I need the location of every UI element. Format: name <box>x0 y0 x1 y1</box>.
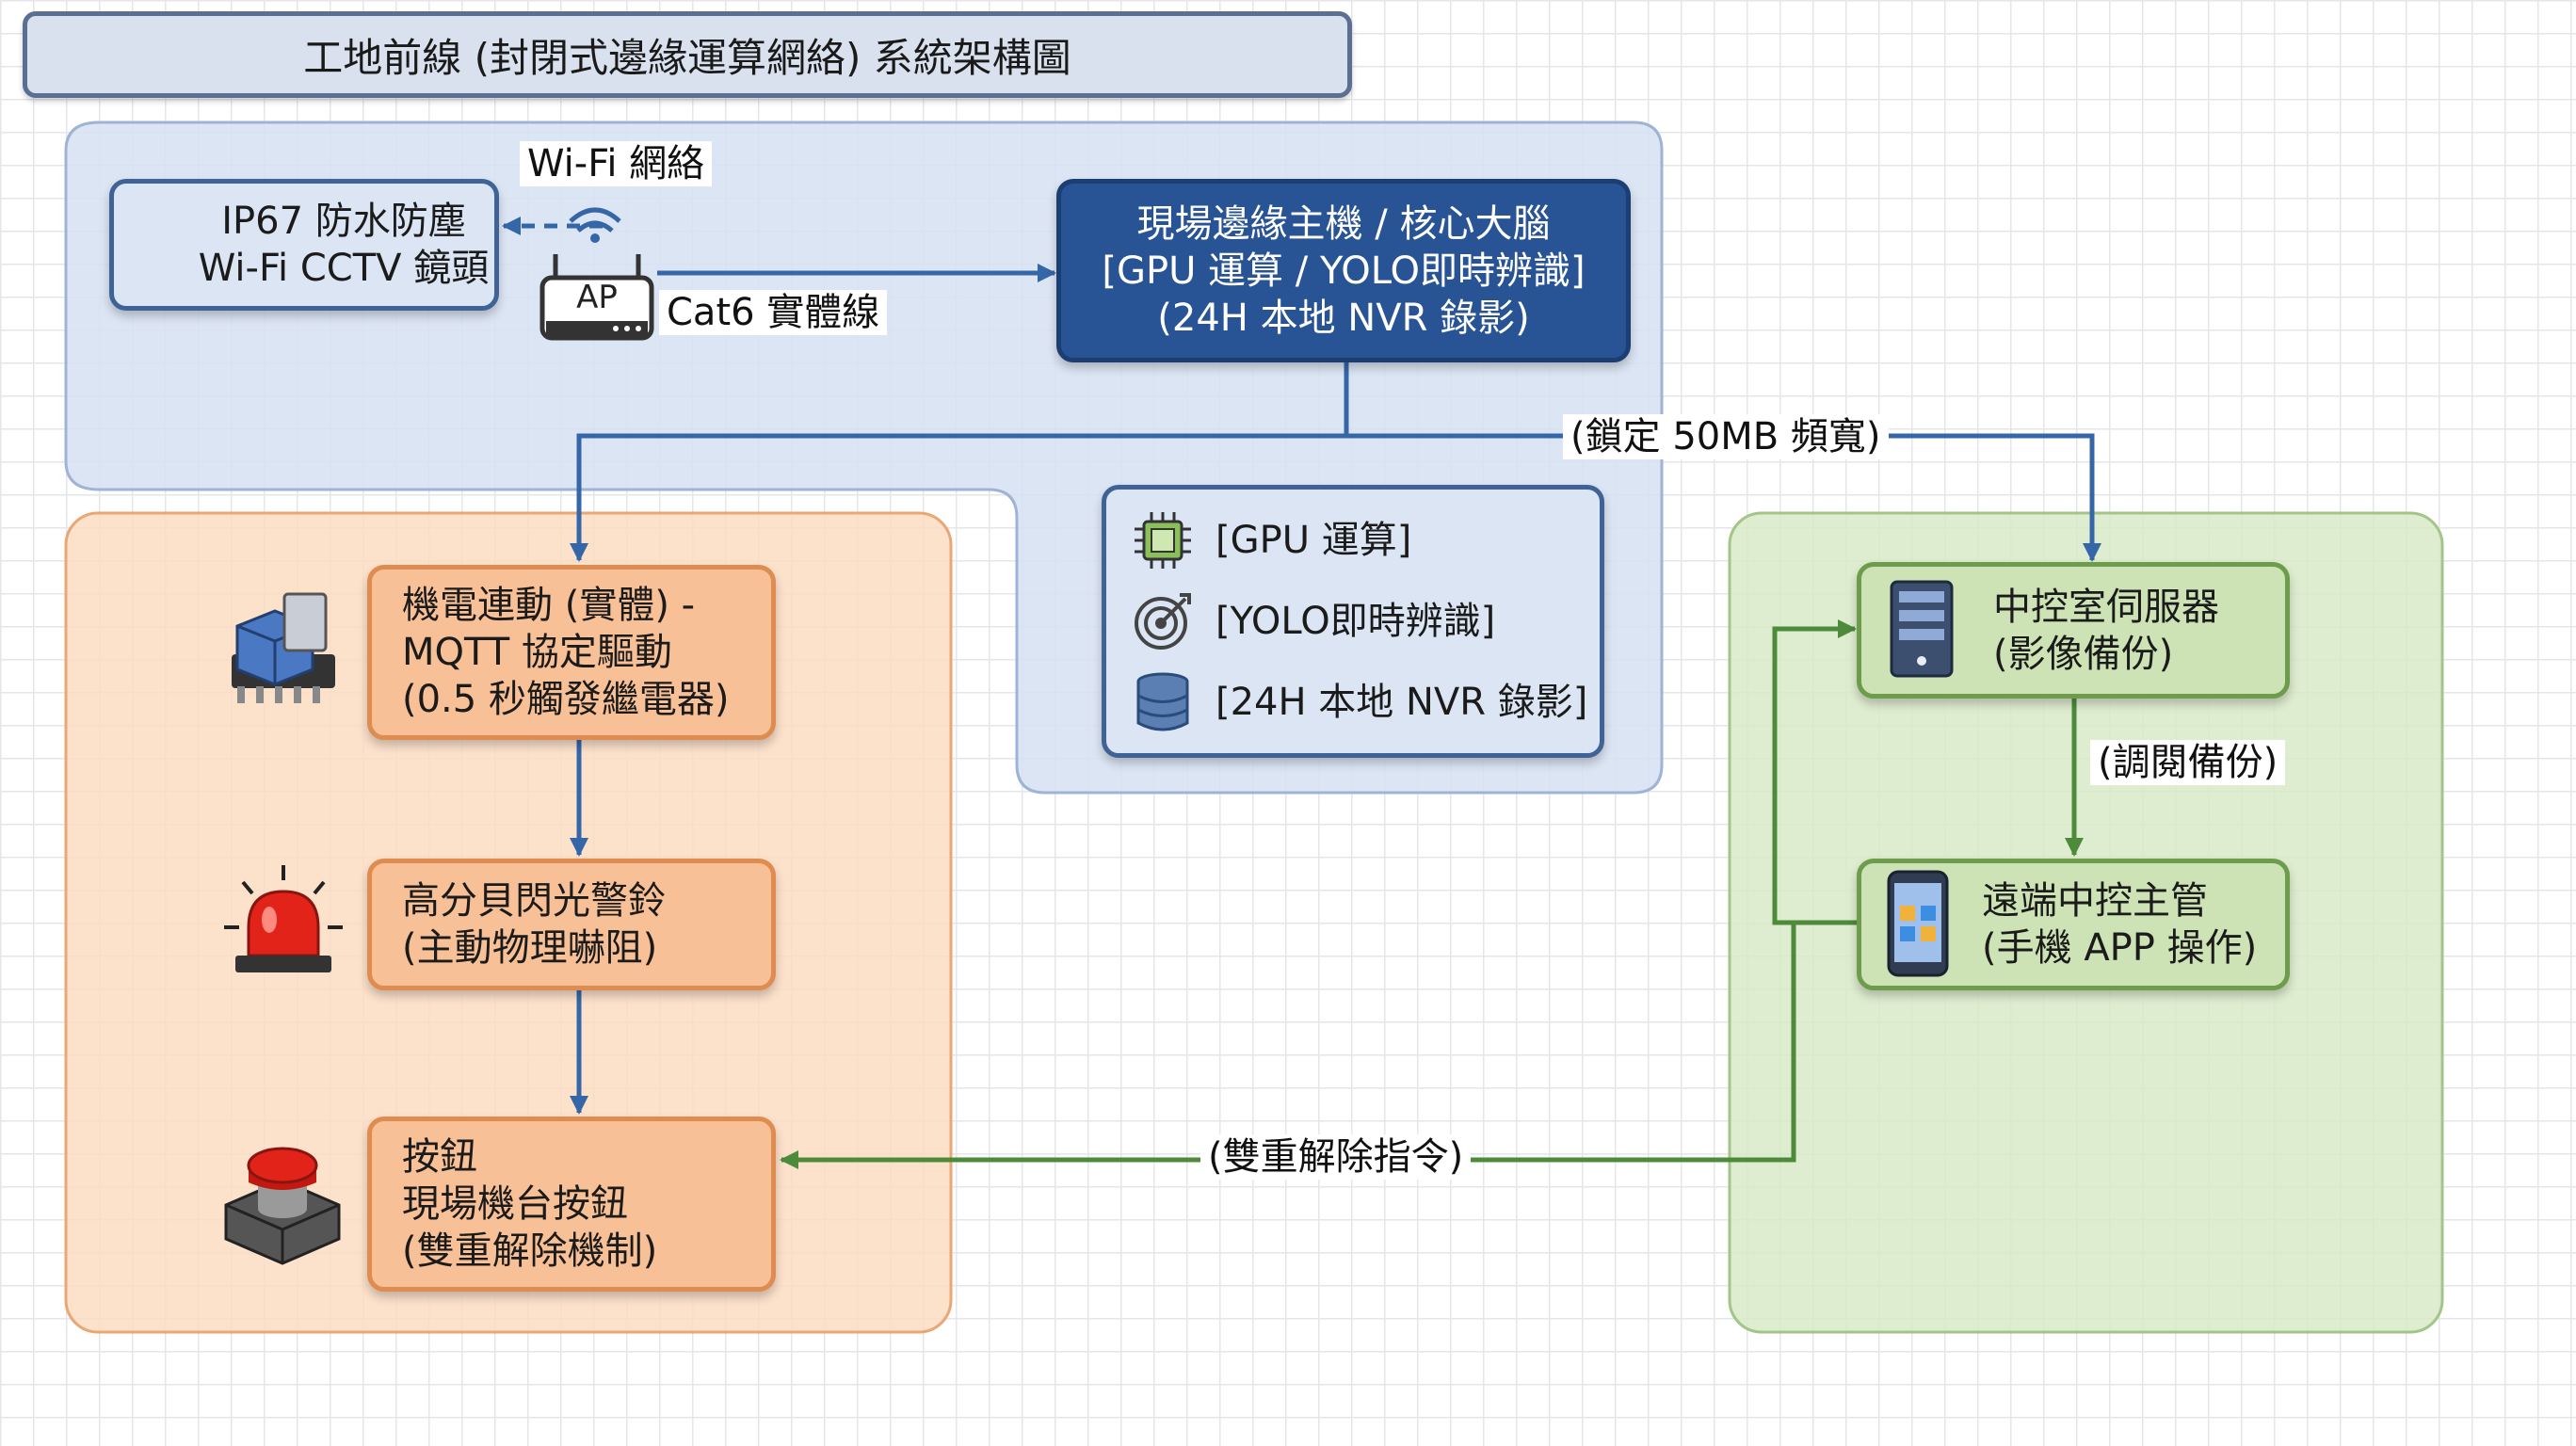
cctv-line-2: Wi-Fi CCTV 鏡頭 <box>198 247 490 290</box>
legend-gpu: [GPU 運算] <box>1131 500 1411 581</box>
wifi-router-icon <box>539 207 654 341</box>
legend-nvr: [24H 本地 NVR 錄影] <box>1131 662 1587 743</box>
smartphone-icon <box>1887 870 1949 977</box>
edge-host-node[interactable]: 現場邊緣主機 / 核心大腦 [GPU 運算 / YOLO即時辨識] (24H 本… <box>1056 179 1631 362</box>
edge-host-line-2: [GPU 運算 / YOLO即時辨識] <box>1102 249 1586 293</box>
bandwidth-link-left <box>570 362 1349 562</box>
alarm-node[interactable]: 高分貝閃光警鈴 (主動物理嚇阻) <box>367 859 776 990</box>
cctv-line-1: IP67 防水防塵 <box>221 200 466 243</box>
push-button-icon <box>224 1147 341 1265</box>
relay-line-3: (0.5 秒觸發繼電器) <box>402 678 730 721</box>
ap-label: AP <box>576 279 618 316</box>
release-command-label: (雙重解除指令) <box>1200 1134 1472 1180</box>
relay-line-2: MQTT 協定驅動 <box>402 631 672 674</box>
edge-capabilities-panel: [GPU 運算] [YOLO即時辨識] [24H 本地 NVR 錄影] <box>1102 485 1604 758</box>
button-line-3: (雙重解除機制) <box>402 1229 658 1273</box>
server-line-1: 中控室伺服器 <box>1993 585 2219 629</box>
button-node[interactable]: 按鈕 現場機台按鈕 (雙重解除機制) <box>367 1117 776 1292</box>
legend-yolo-text: [YOLO即時辨識] <box>1216 600 1496 643</box>
page-title: 工地前線 (封閉式邊緣運算網絡) 系統架構圖 <box>23 11 1352 98</box>
legend-gpu-text: [GPU 運算] <box>1216 519 1412 562</box>
relay-module-icon <box>232 592 335 703</box>
database-icon <box>1136 672 1189 731</box>
cat6-cable-label: Cat6 實體線 <box>659 290 888 335</box>
chip-icon <box>1135 512 1191 569</box>
backup-label: (調閱備份) <box>2090 740 2286 785</box>
siren-icon <box>224 865 343 972</box>
server-icon <box>1890 580 1954 678</box>
remote-line-2: (手機 APP 操作) <box>1982 926 2258 970</box>
cctv-camera-node: IP67 防水防塵 Wi-Fi CCTV 鏡頭 <box>109 179 499 311</box>
button-line-2: 現場機台按鈕 <box>402 1182 628 1226</box>
wifi-network-label: Wi-Fi 網絡 <box>520 141 713 186</box>
remote-line-1: 遠端中控主管 <box>1982 879 2208 923</box>
relay-node[interactable]: 機電連動 (實體) - MQTT 協定驅動 (0.5 秒觸發繼電器) <box>367 565 776 740</box>
target-icon <box>1135 593 1191 650</box>
alarm-line-1: 高分貝閃光警鈴 <box>402 879 666 923</box>
button-line-1: 按鈕 <box>402 1135 477 1179</box>
edge-host-line-1: 現場邊緣主機 / 核心大腦 <box>1136 201 1551 246</box>
relay-line-1: 機電連動 (實體) - <box>402 584 696 627</box>
legend-nvr-text: [24H 本地 NVR 錄影] <box>1216 681 1588 724</box>
legend-yolo: [YOLO即時辨識] <box>1131 581 1495 662</box>
edge-host-line-3: (24H 本地 NVR 錄影) <box>1157 296 1530 340</box>
server-line-2: (影像備份) <box>1993 632 2174 676</box>
alarm-line-2: (主動物理嚇阻) <box>402 926 658 970</box>
bandwidth-label: (鎖定 50MB 頻寬) <box>1563 414 1889 459</box>
